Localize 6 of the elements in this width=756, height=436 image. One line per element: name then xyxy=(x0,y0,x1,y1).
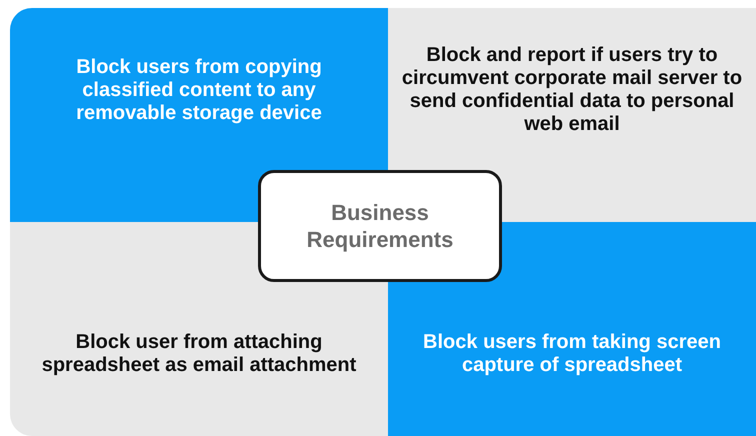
requirement-text: Block and report if users try to circumvent corporate mail server to send confidential data to personal web email xyxy=(400,44,744,136)
requirement-text: Block users from copying classified content to any removable storage device xyxy=(75,56,323,124)
requirement-text: Block users from taking screen capture of spreadsheet xyxy=(422,331,722,377)
heading-text: Business Requirements xyxy=(306,199,454,253)
requirement-text: Block user from attaching spreadsheet as email attachment xyxy=(40,331,358,377)
center-box xyxy=(258,170,502,282)
